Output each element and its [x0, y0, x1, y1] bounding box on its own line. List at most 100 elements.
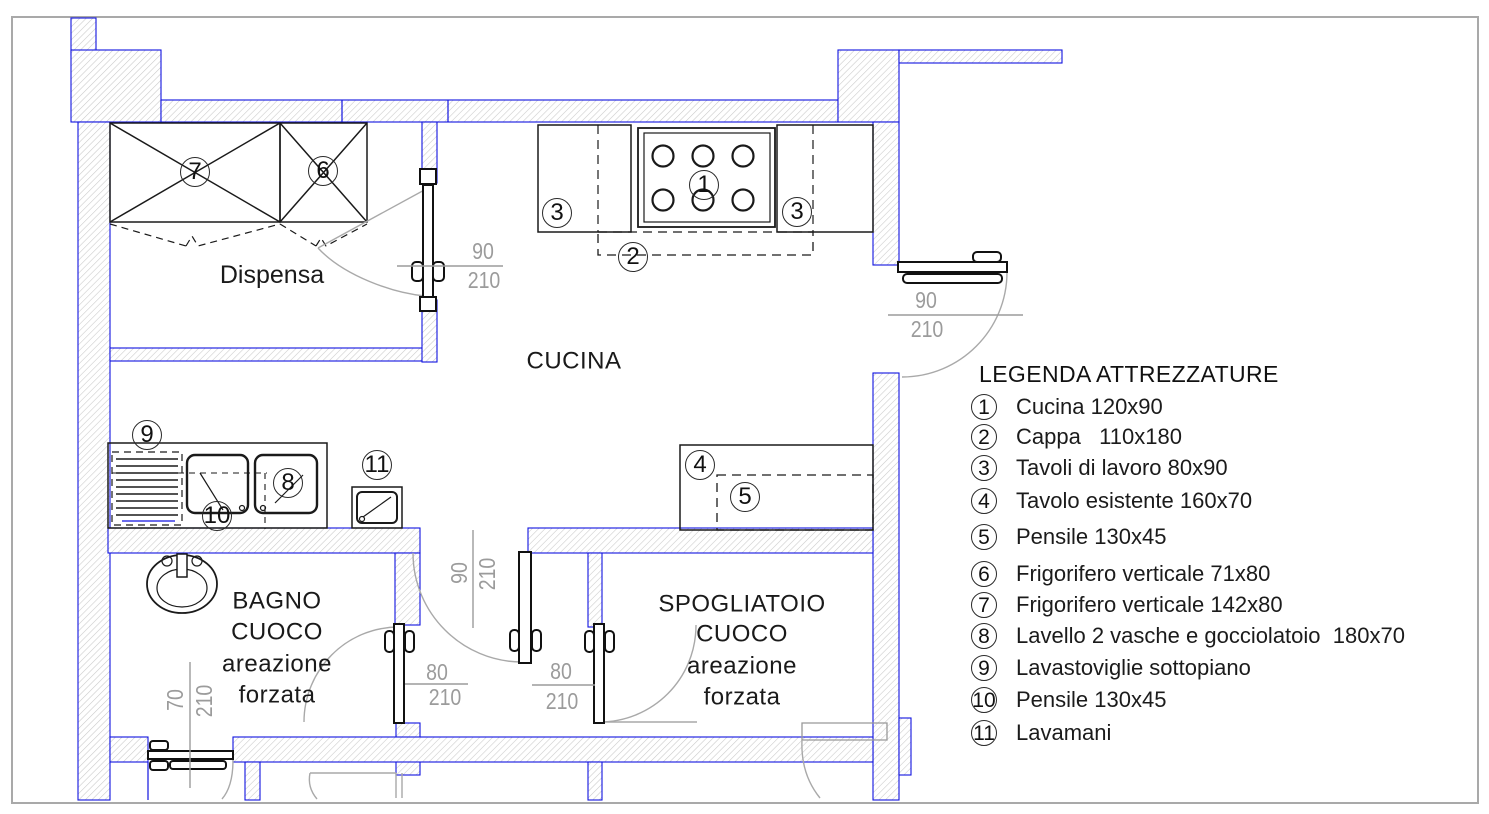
- dim-bagno-door-height: 210: [428, 683, 462, 710]
- dim-kitchen-right-door-height: 210: [910, 315, 944, 342]
- legend-title: LEGENDA ATTREZZATURE: [979, 361, 1279, 387]
- legend-circle-5: 5: [971, 524, 997, 550]
- room-label-spogliatoio-line1: SPOGLIATOIO: [658, 590, 826, 618]
- dim-dispensa-door-width: 90: [472, 237, 494, 264]
- marker-10: 10: [202, 501, 232, 531]
- legend-label-7: Frigorifero verticale 142x80: [1016, 592, 1283, 617]
- room-label-cucina: CUCINA: [526, 347, 622, 375]
- legend-label-8: Lavello 2 vasche e gocciolatoio 180x70: [1016, 623, 1405, 648]
- marker-1: 1: [689, 170, 719, 200]
- dispensa-door-leaf: [411, 168, 445, 312]
- marker-6: 6: [308, 156, 338, 186]
- room-label-spogliatoio-line4: forzata: [703, 683, 781, 711]
- marker-3-right: 3: [782, 197, 812, 227]
- dim-bagno-bottom-door-width: 70: [161, 689, 188, 711]
- marker-8: 8: [273, 468, 303, 498]
- fridge-open-door-dashes: [109, 223, 368, 247]
- legend-label-3: Tavoli di lavoro 80x90: [1016, 455, 1228, 480]
- marker-11: 11: [362, 450, 392, 480]
- legend-num-6: 6: [978, 562, 990, 586]
- bagno-door-leaf: [384, 623, 415, 724]
- room-label-dispensa: Dispensa: [219, 260, 325, 289]
- room-label-bagno-line1: BAGNO: [232, 587, 322, 615]
- sheet-frame: [11, 16, 1479, 804]
- work-table-left: [537, 124, 632, 233]
- kitchen-right-door-leaf: [897, 251, 1008, 284]
- equipment-linework: [107, 122, 874, 614]
- marker-11-number: 11: [364, 451, 390, 478]
- door-swing-arcs: [221, 187, 1008, 800]
- marker-7-number: 7: [188, 158, 202, 185]
- legend-label-5: Pensile 130x45: [1016, 524, 1167, 549]
- dimension-lines: [189, 265, 1023, 788]
- marker-5: 5: [730, 482, 760, 512]
- legend-circle-3: 3: [971, 455, 997, 481]
- marker-2-number: 2: [626, 243, 640, 270]
- dim-corridor-door-width: 90: [445, 562, 472, 584]
- corridor-door-leaf: [509, 551, 542, 664]
- legend-label-4: Tavolo esistente 160x70: [1016, 488, 1253, 513]
- legend-circle-1: 1: [971, 394, 997, 420]
- legend-num-4: 4: [978, 489, 990, 513]
- dim-kitchen-right-door-width: 90: [915, 286, 937, 313]
- legend-circle-11: 11: [971, 720, 997, 746]
- hand-basin-icon: [351, 486, 403, 529]
- legend-num-5: 5: [978, 525, 990, 549]
- room-label-bagno-line2: CUOCO: [231, 618, 323, 646]
- dim-spogliatoio-door-height: 210: [545, 687, 579, 714]
- legend-num-1: 1: [978, 395, 990, 419]
- marker-9: 9: [132, 420, 162, 450]
- room-label-spogliatoio-line2: CUOCO: [696, 620, 788, 648]
- legend-circle-9: 9: [971, 655, 997, 681]
- legend-circle-10: 10: [971, 687, 997, 713]
- marker-3-left: 3: [542, 198, 572, 228]
- washbasin-icon: [146, 553, 218, 614]
- legend-circle-8: 8: [971, 623, 997, 649]
- legend-num-11: 11: [973, 721, 995, 745]
- marker-8-number: 8: [281, 469, 295, 496]
- dim-bagno-door-width: 80: [426, 658, 448, 685]
- legend-num-8: 8: [978, 624, 990, 648]
- dim-spogliatoio-door-width: 80: [550, 657, 572, 684]
- marker-4: 4: [685, 450, 715, 480]
- legend-num-7: 7: [978, 593, 990, 617]
- legend-label-10: Pensile 130x45: [1016, 687, 1167, 712]
- marker-4-number: 4: [693, 451, 707, 478]
- marker-10-number: 10: [203, 502, 231, 529]
- dim-dispensa-door-height: 210: [467, 266, 501, 293]
- cooker-icon: [637, 127, 776, 228]
- sink-basin-right: [253, 453, 319, 515]
- legend-circle-6: 6: [971, 561, 997, 587]
- wall-cabinet-outline: [716, 474, 874, 531]
- legend-num-2: 2: [978, 425, 990, 449]
- room-label-spogliatoio-line3: areazione: [687, 652, 797, 680]
- dishwasher-outline: [111, 451, 183, 526]
- wall-joint-lines: [122, 100, 449, 800]
- legend-circle-4: 4: [971, 488, 997, 514]
- marker-5-number: 5: [738, 483, 752, 510]
- wall-segments: [70, 17, 1063, 801]
- marker-2: 2: [618, 242, 648, 272]
- hood-outline: [597, 231, 814, 256]
- marker-7: 7: [180, 157, 210, 187]
- room-label-bagno-line3: areazione: [222, 650, 332, 678]
- room-label-bagno-line4: forzata: [238, 681, 316, 709]
- legend-circle-2: 2: [971, 424, 997, 450]
- marker-1-number: 1: [697, 171, 711, 198]
- legend-label-6: Frigorifero verticale 71x80: [1016, 561, 1271, 586]
- work-table-right: [776, 124, 874, 233]
- marker-3-right-number: 3: [790, 198, 804, 225]
- legend-label-1: Cucina 120x90: [1016, 394, 1163, 419]
- dim-corridor-door-height: 210: [473, 557, 500, 591]
- legend-label-11: Lavamani: [1016, 720, 1112, 745]
- legend-circle-7: 7: [971, 592, 997, 618]
- legend-label-2: Cappa 110x180: [1016, 424, 1182, 449]
- marker-9-number: 9: [140, 421, 154, 448]
- marker-3-left-number: 3: [550, 199, 564, 226]
- marker-6-number: 6: [316, 157, 330, 184]
- legend-num-10: 10: [972, 688, 996, 712]
- dim-bagno-bottom-door-height: 210: [190, 684, 217, 718]
- legend-num-9: 9: [978, 656, 990, 680]
